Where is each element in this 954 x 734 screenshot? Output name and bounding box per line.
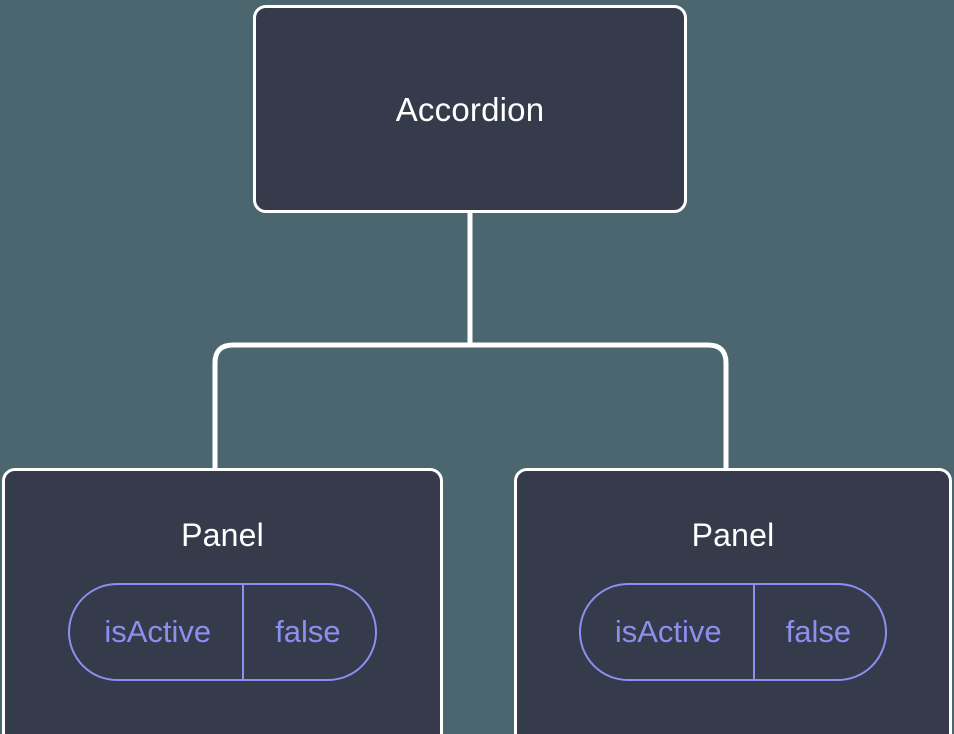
edge-to-panel-2 — [470, 342, 729, 470]
state-badge-value: false — [752, 585, 885, 679]
state-badge-key: isActive — [614, 614, 722, 649]
state-badge-key: isActive — [104, 614, 212, 649]
node-accordion[interactable]: Accordion — [253, 5, 687, 213]
state-badge[interactable]: isActive false — [578, 583, 888, 681]
node-title: Panel — [691, 517, 775, 553]
node-title: Accordion — [395, 90, 545, 128]
node-panel-1[interactable]: Panel isActive false — [2, 468, 443, 734]
node-title: Panel — [181, 517, 264, 553]
edge-to-panel-1 — [212, 342, 470, 470]
state-badge-value: false — [242, 585, 374, 679]
state-badge[interactable]: isActive false — [68, 583, 377, 681]
node-panel-2[interactable]: Panel isActive false — [514, 468, 952, 734]
